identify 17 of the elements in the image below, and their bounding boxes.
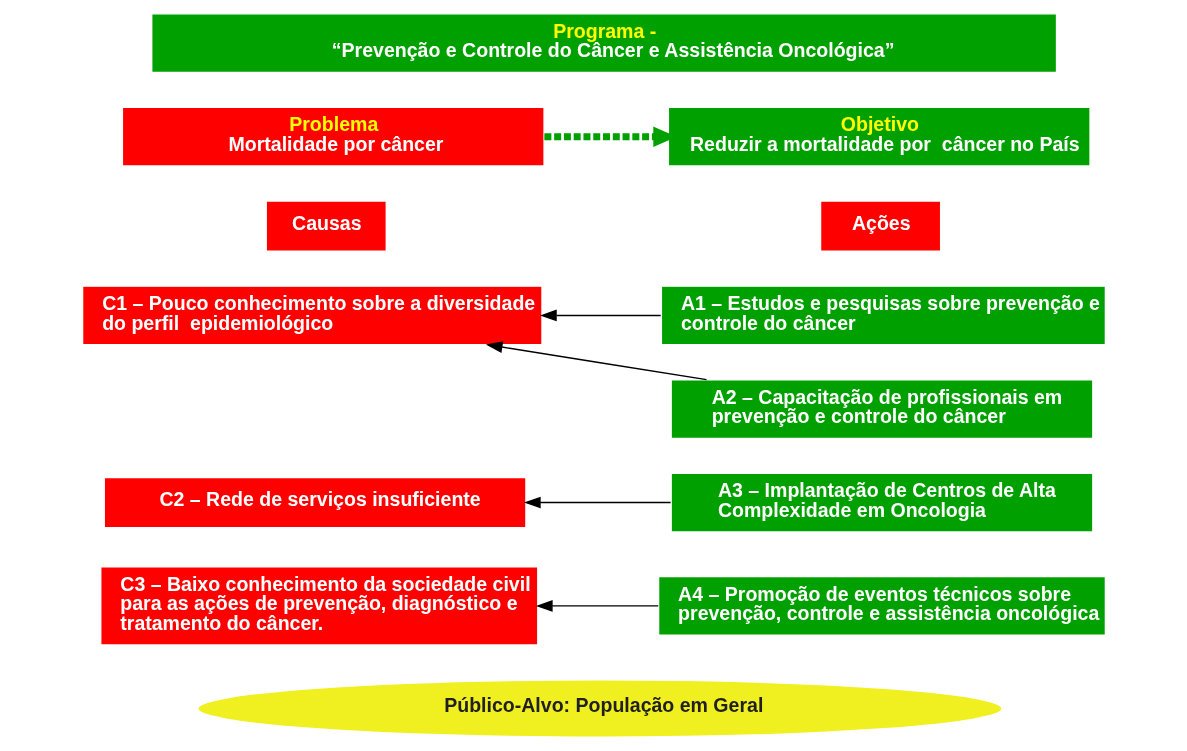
node-box: Causas bbox=[265, 200, 387, 252]
node-box: A2 – Capacitação de profissionais em prevenção e controle do câncer bbox=[669, 379, 1094, 440]
node-box: Problema Mortalidade por câncer bbox=[121, 106, 545, 167]
node-box: C2 – Rede de serviços insuficiente bbox=[103, 476, 527, 529]
arrow bbox=[539, 309, 661, 322]
arrow bbox=[523, 496, 671, 509]
node-box: Programa - “Prevenção e Controle do Câncer e Assistência Oncológica” bbox=[150, 13, 1057, 74]
node-box: C1 – Pouco conhecimento sobre a diversidade do perfil epidemiológico bbox=[81, 285, 543, 346]
arrow bbox=[485, 341, 707, 381]
node-box: Objetivo Reduzir a mortalidade por câncer no País bbox=[667, 106, 1091, 167]
node-box: C3 – Baixo conhecimento da sociedade civil para as ações de prevenção, diagnóstico e tratamento do câncer. bbox=[99, 566, 538, 646]
node-box: A3 – Implantação de Centros de Alta Complexidade em Oncologia bbox=[669, 472, 1094, 533]
node-box: Ações bbox=[819, 200, 941, 252]
node-ellipse: Público-Alvo: População em Geral bbox=[196, 679, 1003, 738]
node-box: A1 – Estudos e pesquisas sobre prevenção e controle do câncer bbox=[660, 285, 1106, 346]
arrow bbox=[535, 600, 659, 612]
node-box: A4 – Promoção de eventos técnicos sobre prevenção, controle e assistência oncológica bbox=[657, 575, 1106, 636]
